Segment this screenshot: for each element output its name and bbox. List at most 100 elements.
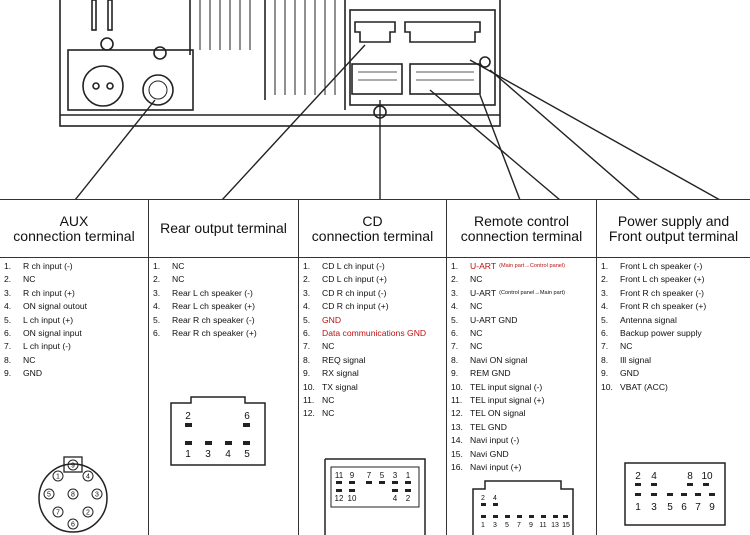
- pin-list: 1.Front L ch speaker (-) 2.Front L ch sp…: [601, 260, 748, 394]
- column-title-line: AUX: [59, 212, 89, 229]
- pin-item: 10.VBAT (ACC): [601, 381, 668, 392]
- pin-number: 15: [562, 522, 570, 529]
- pin-item: 9.GND: [601, 368, 640, 379]
- pin-list: 1.CD L ch input (-) 2.CD L ch input (+) …: [303, 260, 444, 421]
- pin-number: 1: [481, 522, 485, 529]
- pin-list: 1.R ch input (-) 2.NC 3.R ch input (+) 4…: [4, 260, 146, 381]
- column-remote-control: Remote control connection terminal 1.U-A…: [446, 200, 596, 535]
- column-header: Rear output terminal: [149, 200, 298, 258]
- rear-output-connector: 2 6 1 3 4 5: [170, 396, 266, 466]
- direction-note: (Main part→Control panel): [499, 263, 566, 269]
- pin-number: 3: [651, 502, 657, 513]
- pin-item: 6.Data communications GND: [303, 328, 427, 339]
- column-power-front: Power supply and Front output terminal 1…: [596, 200, 750, 535]
- pin-number: 10: [348, 494, 357, 503]
- column-header: Remote control connection terminal: [447, 200, 596, 258]
- pin-number: 5: [380, 471, 385, 480]
- pin-item: 1.NC: [153, 261, 185, 271]
- pin-item: 4.Rear L ch speaker (+): [153, 301, 256, 312]
- pin-number: 11: [539, 522, 546, 529]
- pin-item: 5.GND: [303, 314, 342, 325]
- pin-item: 2.NC: [451, 274, 483, 285]
- pin-number: 4: [651, 471, 657, 482]
- column-title-line: Power supply and: [617, 212, 730, 229]
- table-top-rule: [0, 199, 750, 200]
- remote-control-connector: 2 4 1 3 5 7 9 11 13 15: [472, 480, 574, 535]
- pin-number: 1: [185, 449, 191, 460]
- pin-item: 6.ON signal input: [4, 328, 82, 339]
- pin-number: 3: [95, 492, 99, 499]
- pin-number: 1: [406, 471, 411, 480]
- pin-item: 9.GND: [4, 368, 43, 379]
- pin-item: 5.Antenna signal: [601, 314, 677, 325]
- pin-item: 12.NC: [303, 408, 335, 419]
- pin-item: 4.NC: [451, 301, 483, 312]
- aux-din-connector: 9 4 1 5 3 8 7 2 6: [38, 456, 108, 533]
- pin-item: 8.Ill signal: [601, 354, 652, 365]
- pin-number: 7: [517, 522, 521, 529]
- column-header: Power supply and Front output terminal: [597, 200, 750, 258]
- pin-item: 9.RX signal: [303, 368, 359, 379]
- pin-number: 10: [701, 471, 713, 482]
- pin-item: 2.Front L ch speaker (+): [601, 274, 705, 285]
- pin-item: 12.TEL ON signal: [451, 408, 526, 419]
- pin-item: 3.U-ART(Control panel→Main part): [451, 287, 594, 300]
- pin-item: 2.CD L ch input (+): [303, 274, 387, 285]
- screw-icon: [100, 37, 114, 51]
- column-cd: CD connection terminal 1.CD L ch input (…: [298, 200, 446, 535]
- pin-number: 6: [244, 411, 250, 422]
- column-aux: AUX connection terminal 1.R ch input (-)…: [0, 200, 148, 535]
- pin-number: 9: [350, 471, 355, 480]
- pin-item: 10.TX signal: [303, 381, 358, 392]
- pin-item: 3.Front R ch speaker (-): [601, 287, 705, 298]
- pin-item: 7.NC: [601, 341, 633, 352]
- column-title-line: connection terminal: [13, 227, 135, 244]
- column-header: CD connection terminal: [299, 200, 446, 258]
- pin-item: 5.U-ART GND: [451, 314, 518, 325]
- pin-number: 3: [393, 471, 398, 480]
- column-title-line: CD: [362, 212, 383, 229]
- pin-item: 1.Front L ch speaker (-): [601, 261, 703, 271]
- pin-number: 2: [481, 495, 485, 502]
- pin-item: 14.Navi input (-): [451, 435, 520, 446]
- column-title-line: connection terminal: [460, 227, 583, 244]
- head-unit-rear-illustration: [59, 0, 721, 200]
- pin-number: 11: [335, 471, 344, 480]
- column-rear-output: Rear output terminal 1.NC 2.NC 3.Rear L …: [148, 200, 298, 535]
- pin-number: 12: [335, 494, 344, 503]
- screw-icon: [479, 56, 491, 68]
- pin-item: 3.Rear L ch speaker (-): [153, 287, 253, 298]
- direction-note: (Control panel→Main part): [499, 289, 566, 296]
- pin-number: 7: [695, 502, 701, 513]
- pin-number: 5: [505, 522, 509, 529]
- pin-number: 2: [635, 471, 641, 482]
- pin-number: 5: [667, 502, 673, 513]
- pin-item: 3.CD R ch input (-): [303, 287, 387, 298]
- pin-item: 2.NC: [153, 274, 185, 285]
- pin-item: 10.TEL input signal (-): [451, 381, 543, 392]
- pin-number: 5: [47, 492, 51, 499]
- column-title-line: connection terminal: [311, 227, 434, 244]
- column-title-line: Remote control: [474, 212, 569, 229]
- pin-number: 7: [367, 471, 372, 480]
- power-front-connector: 2 4 8 10 1 3 5 6 7 9: [624, 462, 726, 526]
- pin-item: 11.TEL input signal (+): [451, 395, 545, 406]
- pin-item: 4.ON signal outout: [4, 301, 88, 312]
- chassis-outline: [59, 0, 501, 127]
- pin-number: 1: [56, 474, 60, 481]
- screw-icon: [153, 46, 167, 60]
- pin-item: 7.NC: [451, 341, 483, 352]
- pin-item: 8.NC: [4, 354, 36, 365]
- pin-number: 2: [185, 411, 191, 422]
- pin-number: 3: [493, 522, 497, 529]
- pin-item: 4.Front R ch speaker (+): [601, 301, 707, 312]
- pin-item: 1.R ch input (-): [4, 261, 73, 271]
- pin-item: 8.Navi ON signal: [451, 354, 528, 365]
- pin-number: 7: [56, 510, 60, 517]
- pin-number: 4: [86, 474, 90, 481]
- column-header: AUX connection terminal: [0, 200, 148, 258]
- pin-item: 5.Rear R ch speaker (-): [153, 314, 255, 325]
- pin-item: 7.NC: [303, 341, 335, 352]
- pin-number: 5: [244, 449, 250, 460]
- pin-item: 2.NC: [4, 274, 36, 285]
